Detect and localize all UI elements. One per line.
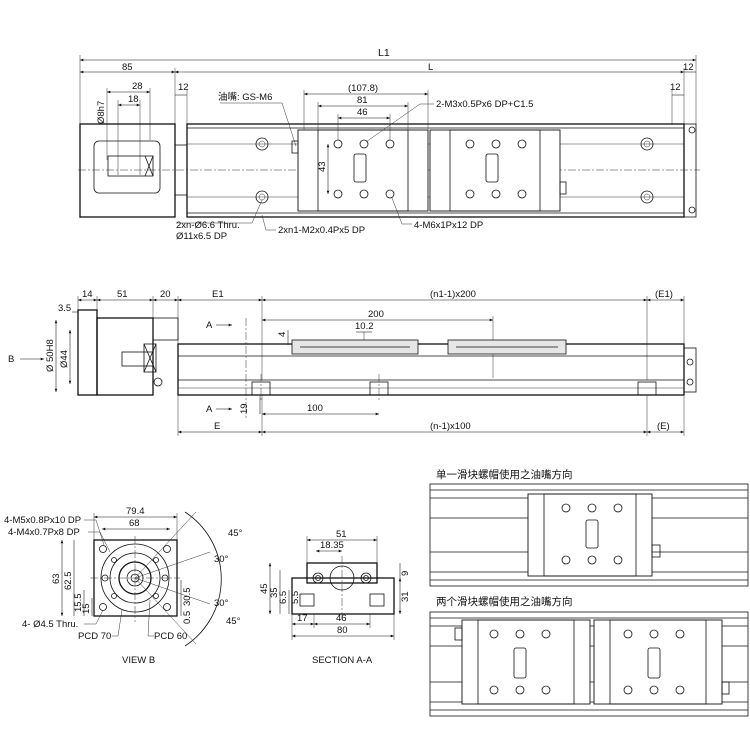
dim-E: E [214, 421, 220, 432]
dim-44: Ø44 [59, 350, 70, 368]
dim-n1x200: (n1-1)x200 [430, 289, 476, 300]
sec-dim-35: 35 [269, 587, 280, 598]
dim-200: 200 [368, 309, 384, 320]
dim-30-5: 30.5 [182, 588, 193, 607]
view-mark-b: B [8, 354, 14, 365]
sec-dim-31: 31 [400, 591, 411, 602]
pcd-70: PCD 70 [78, 631, 111, 642]
dim-nx100: (n-1)x100 [430, 421, 471, 432]
dim-3-5: 3.5 [58, 303, 71, 314]
dim-18: 18 [128, 94, 139, 105]
sec-dim-51: 51 [336, 529, 347, 540]
dim-10-2: 10.2 [355, 321, 374, 332]
tap-label-m3: 2-M3x0.5Px6 DP+C1.5 [436, 99, 533, 110]
sec-dim-46: 46 [336, 613, 347, 624]
hole-label-thru: 2xn-Ø6.6 Thru. [176, 220, 240, 231]
view-b-tap-m4: 4-M4x0.7Px8 DP [8, 527, 80, 538]
dim-50h8: Ø 50H8 [45, 339, 56, 372]
section-mark-bottom: A [206, 404, 213, 415]
pcd-60: PCD 60 [154, 631, 187, 642]
angle-45-bottom: 45° [226, 616, 241, 627]
dim-19: 19 [239, 403, 250, 414]
panel-single-title: 单一滑块螺帽使用之油嘴方向 [436, 468, 573, 481]
oil-nipple-label: 油嘴: GS-M6 [218, 91, 272, 103]
view-b-tap-m5: 4-M5x0.8Px10 DP [4, 515, 81, 526]
dim-15-5: 15.5 [73, 594, 84, 613]
hole-label-cbore: Ø11x6.5 DP [176, 231, 227, 242]
dim-12-inner: 12 [670, 82, 681, 93]
dim-L: L [428, 62, 433, 73]
sec-dim-80: 80 [337, 625, 348, 636]
section-a-a: 51 18.35 45 35 6.5 5.5 9 31 [259, 529, 411, 666]
angle-45-top: 45° [228, 528, 243, 539]
dim-0-5: 0.5 [182, 611, 193, 624]
dim-107-8: (107.8) [348, 83, 378, 94]
sec-dim-18-35: 18.35 [320, 540, 344, 551]
dim-100: 100 [307, 403, 323, 414]
dim-4: 4 [277, 332, 288, 337]
panel-single-carriage: 单一滑块螺帽使用之油嘴方向 [429, 468, 749, 587]
dim-62-5: 62.5 [63, 572, 74, 591]
section-label: SECTION A-A [312, 655, 373, 666]
side-view: 14 51 20 E1 (n1-1)x200 (E1) 3.5 200 4 10… [8, 289, 697, 436]
sec-dim-17: 17 [297, 613, 308, 624]
view-b-thru-holes: 4- Ø4.5 Thru. [22, 619, 78, 630]
dim-L1: L1 [378, 47, 390, 59]
sec-dim-45: 45 [259, 583, 270, 594]
tap-label-m6: 4-M6x1Px12 DP [414, 220, 483, 231]
view-b: 4-M5x0.8Px10 DP 4-M4x0.7Px8 DP 79.4 68 6… [4, 506, 243, 666]
dim-63: 63 [51, 573, 62, 584]
dim-E1: E1 [212, 289, 224, 300]
sec-dim-6-5: 6.5 [278, 591, 289, 604]
dim-15: 15 [81, 603, 92, 614]
dim-14: 14 [82, 289, 93, 300]
dim-12-left: 12 [178, 82, 189, 93]
dim-85: 85 [122, 62, 133, 73]
dim-79-4: 79.4 [126, 506, 145, 517]
dim-81: 81 [357, 95, 368, 106]
sec-dim-9: 9 [400, 571, 411, 576]
dim-E-paren: (E) [657, 421, 670, 432]
dim-68: 68 [129, 518, 140, 529]
angle-30-bottom: 30° [214, 598, 229, 609]
dim-E1-paren: (E1) [655, 289, 673, 300]
dim-shaft: Ø8h7 [96, 101, 107, 124]
dim-20: 20 [160, 289, 171, 300]
dim-28: 28 [132, 81, 143, 92]
section-mark-top: A [206, 320, 213, 331]
view-b-label: VIEW B [122, 655, 155, 666]
dim-12-right: 12 [683, 62, 694, 73]
panel-double-carriage: 两个滑块螺帽使用之油嘴方向 [429, 595, 749, 717]
sec-dim-5-5: 5.5 [290, 591, 301, 604]
panel-double-title: 两个滑块螺帽使用之油嘴方向 [436, 595, 573, 608]
dim-46: 46 [357, 107, 368, 118]
dim-43: 43 [317, 161, 328, 172]
angle-30-top: 30° [214, 554, 229, 565]
dim-51: 51 [117, 289, 128, 300]
tap-label-m2: 2xn1-M2x0.4Px5 DP [278, 225, 365, 236]
top-view: L1 85 L 12 12 12 28 18 Ø8h7 [78, 47, 700, 242]
